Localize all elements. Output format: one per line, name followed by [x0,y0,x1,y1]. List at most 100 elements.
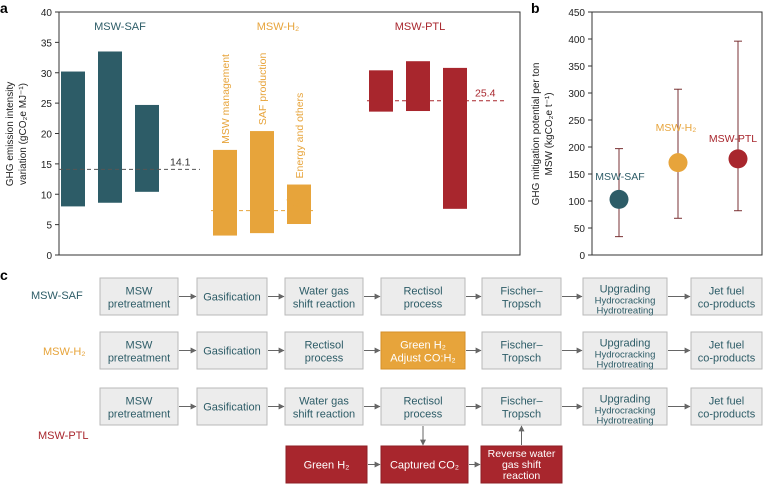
flow-sub-label: Green H₂ [304,460,350,472]
flow-step-label: Adjust CO:H₂ [390,353,455,365]
flow-step-box [690,277,763,316]
a-bar [135,104,159,192]
panel-c-letter: c [0,267,8,283]
flow-sub-box [480,445,563,484]
b-ytick-label: 0 [579,251,585,262]
flow-step-box [284,387,364,426]
a-bar [213,149,237,236]
a-ytick-label: 0 [46,251,52,262]
flow-step-box [582,331,668,370]
b-point [728,149,748,169]
b-point-label: MSW-PTL [709,133,757,145]
flow-step-label: process [305,353,344,365]
flow-step-box [284,277,364,316]
panel-a-letter: a [0,0,8,16]
panel-b-ylabel-line1: GHG mitigation potential per ton [531,63,542,206]
a-bar-label: Energy and others [294,93,306,179]
flow-step-label: Rectisol [403,396,442,408]
panel-b-ylabel-line2: MSW (kgCO₂e t⁻¹) [544,92,555,175]
b-point-label: MSW-H₂ [656,122,697,134]
flow-step-label: MSW [126,286,154,298]
a-total-label: 25.4 [475,88,496,100]
flow-step-label: Rectisol [403,286,442,298]
flow-step-label: Tropsch [502,299,541,311]
a-ytick-label: 40 [41,8,53,19]
flow-step-label: Gasification [203,292,260,304]
panel-b-letter: b [531,0,540,16]
flow-step-box [99,387,179,426]
flow-step-box [380,277,466,316]
a-bar [406,61,430,112]
b-point [609,189,629,209]
b-point [668,153,688,173]
a-ytick-label: 15 [41,160,53,171]
a-ytick-label: 35 [41,38,53,49]
flow-step-label: pretreatment [108,299,170,311]
flow-step-box [99,331,179,370]
flow-row-label: MSW-SAF [31,290,83,302]
a-ytick-label: 30 [41,69,53,80]
flow-step-label: Tropsch [502,353,541,365]
a-bar [443,67,467,209]
a-bar [98,51,122,203]
b-ytick-label: 350 [568,62,585,73]
flow-step-box [196,277,268,316]
b-ytick-label: 300 [568,89,585,100]
a-group-name: MSW-PTL [395,21,446,33]
a-bar [369,70,393,112]
flow-step-label: Tropsch [502,409,541,421]
flow-row-label: MSW-PTL [38,430,89,442]
panel-b-chart: GHG mitigation potential per ton MSW (kg… [531,8,763,262]
b-ytick-label: 450 [568,8,585,19]
a-group-name: MSW-SAF [94,21,146,33]
b-ytick-label: 250 [568,116,585,127]
a-total-label: 14.1 [170,156,191,168]
b-ytick-label: 150 [568,170,585,181]
flow-step-box [582,387,668,426]
flow-step-label: shift reaction [293,409,355,421]
flow-step-box [196,387,268,426]
flow-step-sublabel: Hydrotreating [596,306,653,317]
b-ytick-label: 200 [568,143,585,154]
flow-sub-box [285,445,368,484]
flow-step-label: Jet fuel [709,340,744,352]
flow-step-label: co-products [698,299,756,311]
flow-step-label: Rectisol [304,340,343,352]
flow-step-label: Water gas [299,396,349,408]
flow-sub-label: Reverse water [488,448,556,460]
panel-a-ylabel-line1: GHG emission intensity [5,82,16,186]
flow-step-label: Jet fuel [709,396,744,408]
a-ytick-label: 10 [41,190,53,201]
flow-step-sublabel: Hydrocracking [595,406,656,417]
flow-step-label: Gasification [203,346,260,358]
flow-sub-label: gas shift [502,459,541,471]
flow-step-label: Upgrading [600,338,651,350]
a-bar [61,71,85,207]
flow-step-box [99,277,179,316]
flow-step-label: MSW [126,396,154,408]
flow-step-label: pretreatment [108,353,170,365]
flow-step-label: Fischer– [500,286,543,298]
b-point-label: MSW-SAF [595,171,644,183]
flow-step-label: pretreatment [108,409,170,421]
panel-a-chart: GHG emission intensity variation (gCO₂e … [5,8,521,262]
flow-step-sublabel: Hydrocracking [595,296,656,307]
flow-step-box [380,387,466,426]
flow-step-sublabel: Hydrotreating [596,360,653,371]
flow-sub-label: Captured CO₂ [390,460,459,472]
flow-sub-box [380,445,469,484]
flow-step-label: co-products [698,409,756,421]
flow-step-box [690,331,763,370]
flow-step-box [196,331,268,370]
a-group-name: MSW-H₂ [257,21,300,33]
panel-b-frame [591,11,763,256]
flow-sub-label: reaction [503,470,541,482]
b-ytick-label: 100 [568,197,585,208]
flow-step-sublabel: Hydrotreating [596,416,653,427]
flow-step-label: Upgrading [600,284,651,296]
flow-step-label: Jet fuel [709,286,744,298]
flow-step-label: Green H₂ [400,340,446,352]
flow-step-label: co-products [698,353,756,365]
flow-step-sublabel: Hydrocracking [595,350,656,361]
